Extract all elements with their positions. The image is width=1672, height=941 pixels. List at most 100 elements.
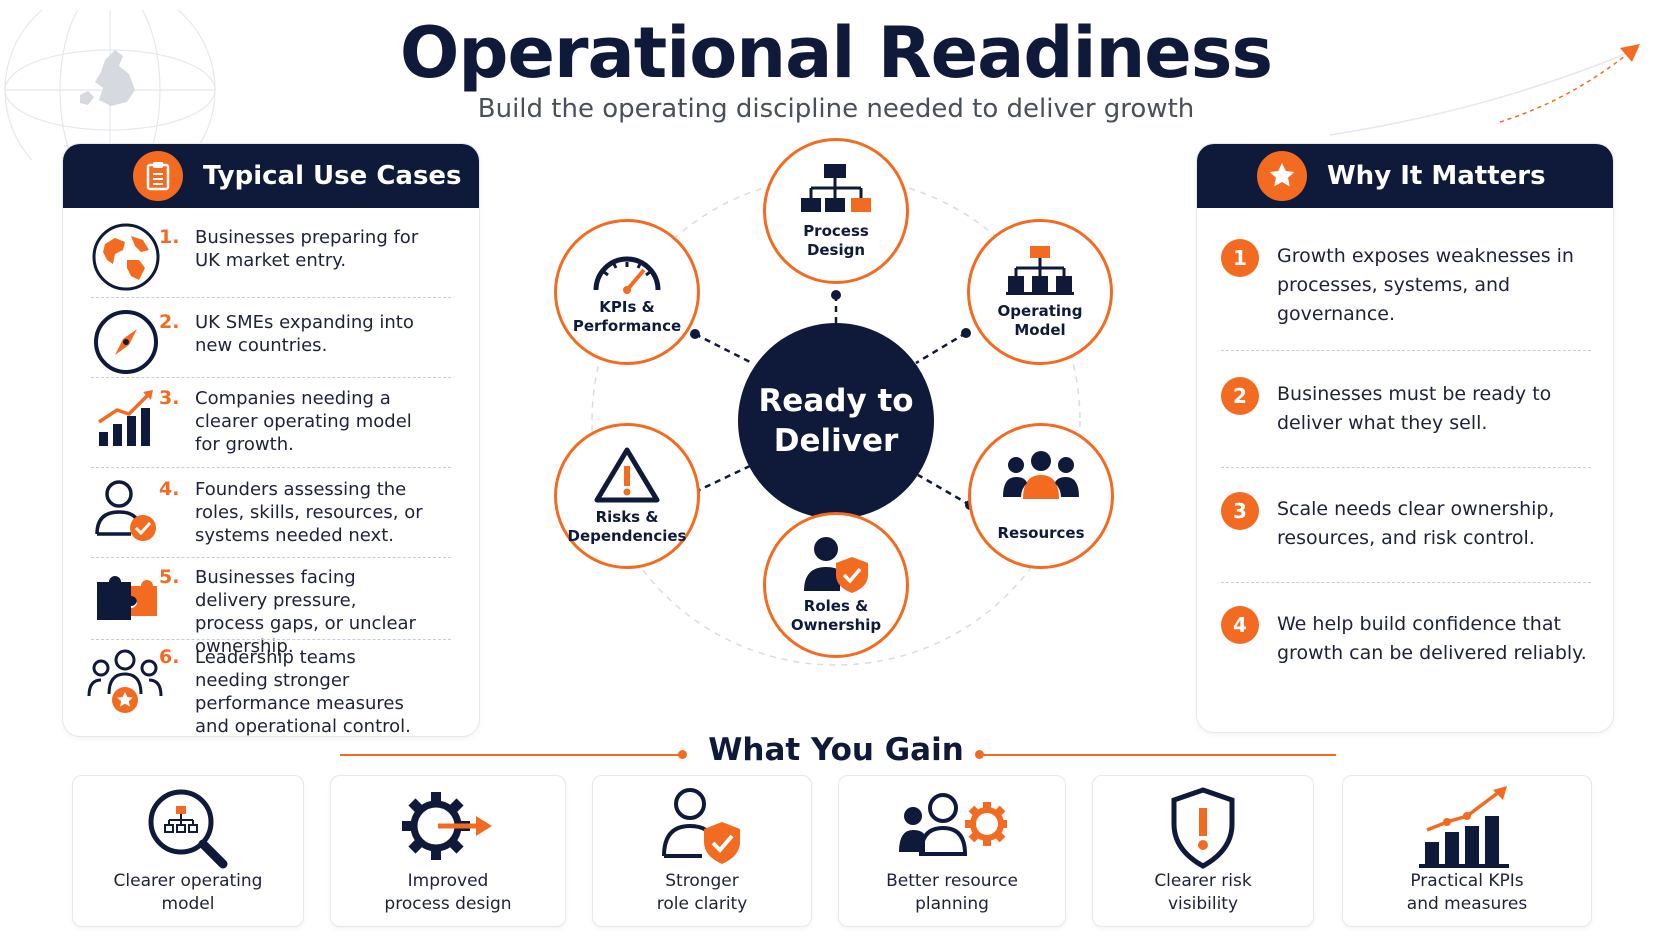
user-shield-icon — [804, 537, 868, 593]
people-gear-icon — [899, 793, 1007, 856]
use-case-number: 5. — [159, 566, 180, 588]
clipboard-icon — [133, 151, 183, 201]
gain-dot-right — [975, 750, 984, 759]
node-line2: Dependencies — [567, 527, 687, 545]
center-line2: Deliver — [773, 423, 899, 459]
why-number: 4 — [1221, 606, 1259, 644]
divider — [1221, 467, 1591, 468]
node-line2: Performance — [572, 317, 682, 335]
use-cases-title: Typical Use Cases — [203, 161, 462, 191]
use-case-text: UK SMEs expanding into new countries. — [195, 312, 414, 356]
globe-icon — [91, 222, 161, 296]
node-line1: Risks & — [595, 508, 659, 526]
warning-icon — [594, 447, 660, 503]
node-line2: Model — [1014, 321, 1066, 339]
gain-card: Better resource planning — [838, 775, 1066, 927]
gain-card: Clearer risk visibility — [1092, 775, 1314, 927]
hierarchy-icon — [801, 164, 871, 212]
gain-line1: Improved — [407, 871, 489, 891]
use-case-number: 3. — [159, 387, 180, 409]
gain-line1: Clearer operating — [113, 871, 263, 891]
gain-line1: Better resource — [886, 871, 1018, 891]
gain-card: Clearer operating model — [72, 775, 304, 927]
gain-line2: model — [161, 894, 215, 914]
gain-line1: Clearer risk — [1154, 871, 1252, 891]
use-case-text: Leadership teams needing stronger perfor… — [195, 647, 411, 737]
gain-line2: visibility — [1167, 894, 1239, 914]
why-text: Growth exposes weaknesses in processes, … — [1277, 245, 1574, 325]
why-it-matters-panel: Why It Matters 1 Growth exposes weakness… — [1196, 143, 1614, 733]
use-case-number: 2. — [159, 311, 180, 333]
use-case-number: 6. — [159, 646, 180, 668]
gauge-icon — [593, 256, 661, 294]
center-line1: Ready to — [758, 383, 914, 419]
divider — [91, 377, 451, 378]
why-number: 3 — [1221, 492, 1259, 530]
gain-dot-left — [678, 750, 687, 759]
node-line2: Resources — [997, 524, 1085, 542]
gain-title: What You Gain — [708, 732, 964, 768]
use-case-text: Founders assessing the roles, skills, re… — [195, 479, 423, 546]
node-roles-ownership: Roles &Ownership — [763, 512, 909, 658]
why-number: 2 — [1221, 377, 1259, 415]
divider — [1221, 350, 1591, 351]
divider — [91, 297, 451, 298]
ready-to-deliver-center: Ready to Deliver — [738, 323, 934, 519]
user-check-icon — [91, 476, 161, 550]
gain-card: Stronger role clarity — [592, 775, 812, 927]
use-case-text: Businesses facing delivery pressure, pro… — [195, 567, 416, 657]
growth-chart-icon — [91, 384, 161, 458]
page-title: Operational Readiness — [399, 12, 1273, 94]
shield-alert-icon — [1171, 787, 1235, 869]
why-text: We help build confidence that growth can… — [1277, 613, 1587, 664]
node-line1: Roles & — [803, 597, 869, 615]
use-case-number: 4. — [159, 478, 180, 500]
gain-card: Practical KPIs and measures — [1342, 775, 1592, 927]
node-line2: Design — [806, 241, 866, 259]
use-cases-header: Typical Use Cases — [63, 144, 479, 208]
divider — [91, 467, 451, 468]
user-shield-icon — [662, 788, 740, 864]
node-risks-dependencies: Risks &Dependencies — [554, 423, 700, 569]
use-case-text: Companies needing a clearer operating mo… — [195, 388, 412, 455]
compass-icon — [91, 307, 161, 381]
divider — [1221, 582, 1591, 583]
divider — [91, 639, 451, 640]
why-it-matters-title: Why It Matters — [1327, 161, 1546, 191]
node-line2: Ownership — [790, 616, 882, 634]
node-line1: KPIs & — [599, 298, 655, 316]
gain-line-left — [340, 754, 680, 756]
use-case-text: Businesses preparing for UK market entry… — [195, 227, 419, 271]
gain-card: Improved process design — [330, 775, 566, 927]
why-it-matters-header: Why It Matters — [1197, 144, 1613, 208]
gain-line-right — [980, 754, 1336, 756]
search-hierarchy-icon — [148, 789, 228, 869]
why-text: Businesses must be ready to deliver what… — [1277, 383, 1552, 434]
gain-line2: planning — [915, 894, 989, 914]
puzzle-icon — [91, 564, 161, 638]
gear-arrow-icon — [402, 792, 492, 860]
gain-line1: Practical KPIs — [1410, 871, 1524, 891]
gain-line2: role clarity — [656, 894, 748, 914]
node-line1: Operating — [997, 302, 1083, 320]
team-star-icon — [87, 646, 163, 720]
globe-decoration-icon — [4, 10, 216, 160]
star-icon — [1257, 151, 1307, 201]
gain-line2: and measures — [1406, 894, 1528, 914]
people-icon — [1003, 451, 1079, 499]
kpi-chart-icon — [1419, 786, 1509, 868]
growth-arrow-icon — [1330, 44, 1640, 136]
org-chart-icon — [1006, 246, 1074, 295]
use-case-number: 1. — [159, 226, 180, 248]
use-cases-panel: Typical Use Cases 1. Businesses preparin… — [62, 143, 480, 737]
node-line1: Process — [803, 222, 869, 240]
node-kpis-performance: KPIs &Performance — [554, 219, 700, 365]
page-subtitle: Build the operating discipline needed to… — [477, 94, 1195, 124]
gain-line1: Stronger — [665, 871, 739, 891]
node-resources: Resources — [968, 423, 1114, 569]
why-number: 1 — [1221, 239, 1259, 277]
gain-line2: process design — [384, 894, 512, 914]
